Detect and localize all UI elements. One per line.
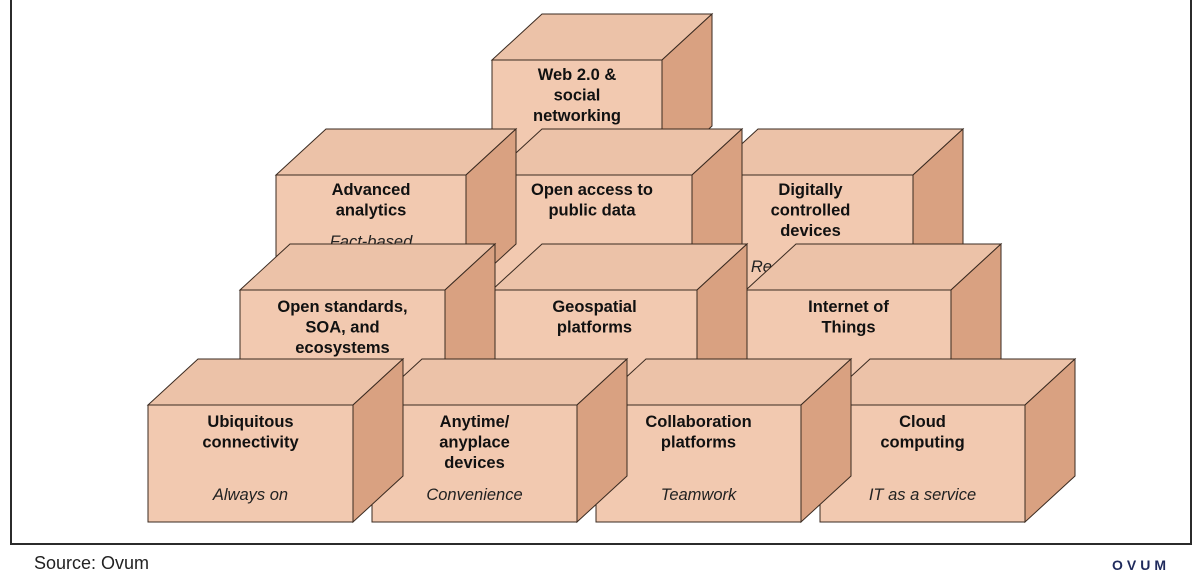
block-title-line: SOA, and: [305, 319, 379, 337]
block-title-line: Advanced: [332, 181, 411, 199]
block-front-face: [147, 404, 354, 523]
block-title-line: connectivity: [202, 434, 299, 452]
block-title-line: ecosystems: [295, 339, 389, 357]
block-title-line: Anytime/: [440, 413, 510, 431]
block-title-line: platforms: [661, 434, 736, 452]
block-title-line: devices: [444, 454, 505, 472]
block-title-line: public data: [548, 202, 636, 220]
block-subtitle: IT as a service: [869, 486, 976, 504]
source-caption: Source: Ovum: [34, 553, 150, 573]
block-internet-of-things: Internet ofThingsRealtime data: [744, 242, 1003, 407]
block-title-line: Things: [821, 319, 875, 337]
block-title-line: anyplace: [439, 434, 510, 452]
block-front-face: [371, 404, 578, 523]
block-title-line: analytics: [336, 202, 407, 220]
block-front-face: [595, 404, 802, 523]
block-title-line: networking: [533, 107, 621, 125]
building-blocks-diagram: Web 2.0 &socialnetworkingInteractivityDi…: [146, 12, 1077, 524]
block-front-face: [819, 404, 1026, 523]
block-subtitle: Teamwork: [661, 486, 737, 504]
block-subtitle: Convenience: [426, 486, 522, 504]
block-title-line: Digitally: [778, 181, 843, 199]
block-title-line: Cloud: [899, 413, 946, 431]
figure-frame: [10, 0, 1192, 545]
block-title-line: Ubiquitous: [207, 413, 293, 431]
block-title-line: social: [554, 87, 601, 105]
block-subtitle: Always on: [212, 486, 288, 504]
block-title-line: Open standards,: [277, 298, 407, 316]
block-title-line: Internet of: [808, 298, 889, 316]
block-title-line: Geospatial: [552, 298, 636, 316]
block-title-line: computing: [880, 434, 964, 452]
block-title-line: controlled: [771, 202, 851, 220]
block-title-line: Web 2.0 &: [538, 66, 617, 84]
block-title-line: Open access to: [531, 181, 653, 199]
ovum-logo: OVUM: [1112, 557, 1170, 573]
block-title-line: devices: [780, 222, 841, 240]
block-title-line: Collaboration: [645, 413, 751, 431]
block-cloud-computing: Cloud computing IT as a service: [818, 357, 1077, 524]
block-title-line: platforms: [557, 319, 632, 337]
